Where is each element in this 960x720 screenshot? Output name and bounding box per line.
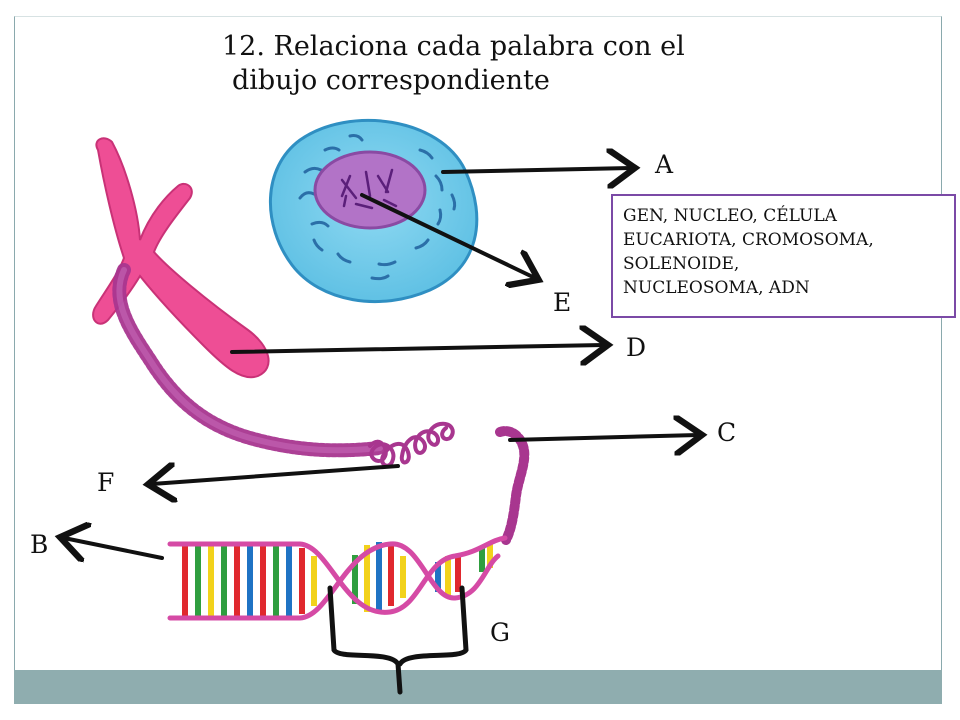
- label-d: D: [626, 333, 647, 362]
- title-line-2: dibujo correspondiente: [232, 65, 550, 96]
- slide-frame: [14, 16, 942, 702]
- arrow-d: [230, 345, 604, 352]
- label-f: F: [97, 468, 115, 497]
- label-a: A: [655, 150, 674, 179]
- arrow-b: [64, 538, 164, 558]
- footer-bar: [14, 670, 942, 704]
- arrow-e: [360, 193, 535, 278]
- chromosome-illustration: [92, 137, 270, 379]
- arrow-c: [508, 435, 698, 440]
- title-line-1: 12. Relaciona cada palabra con el: [222, 31, 685, 62]
- page-title: 12. Relaciona cada palabra con el dibujo…: [222, 30, 685, 98]
- word-bank-box: GEN, NUCLEO, CÉLULA EUCARIOTA, CROMOSOMA…: [611, 194, 956, 318]
- label-c: C: [717, 418, 737, 447]
- gene-brace: [327, 585, 469, 695]
- cell-illustration: [268, 118, 479, 303]
- dna-helix: [167, 535, 508, 621]
- chromatin-fiber: [112, 263, 530, 545]
- arrow-a: [441, 168, 631, 172]
- label-g: G: [490, 618, 510, 647]
- arrow-f: [152, 466, 400, 484]
- label-e: E: [553, 288, 572, 317]
- pointer-arrows: [64, 168, 698, 558]
- label-b: B: [30, 530, 49, 559]
